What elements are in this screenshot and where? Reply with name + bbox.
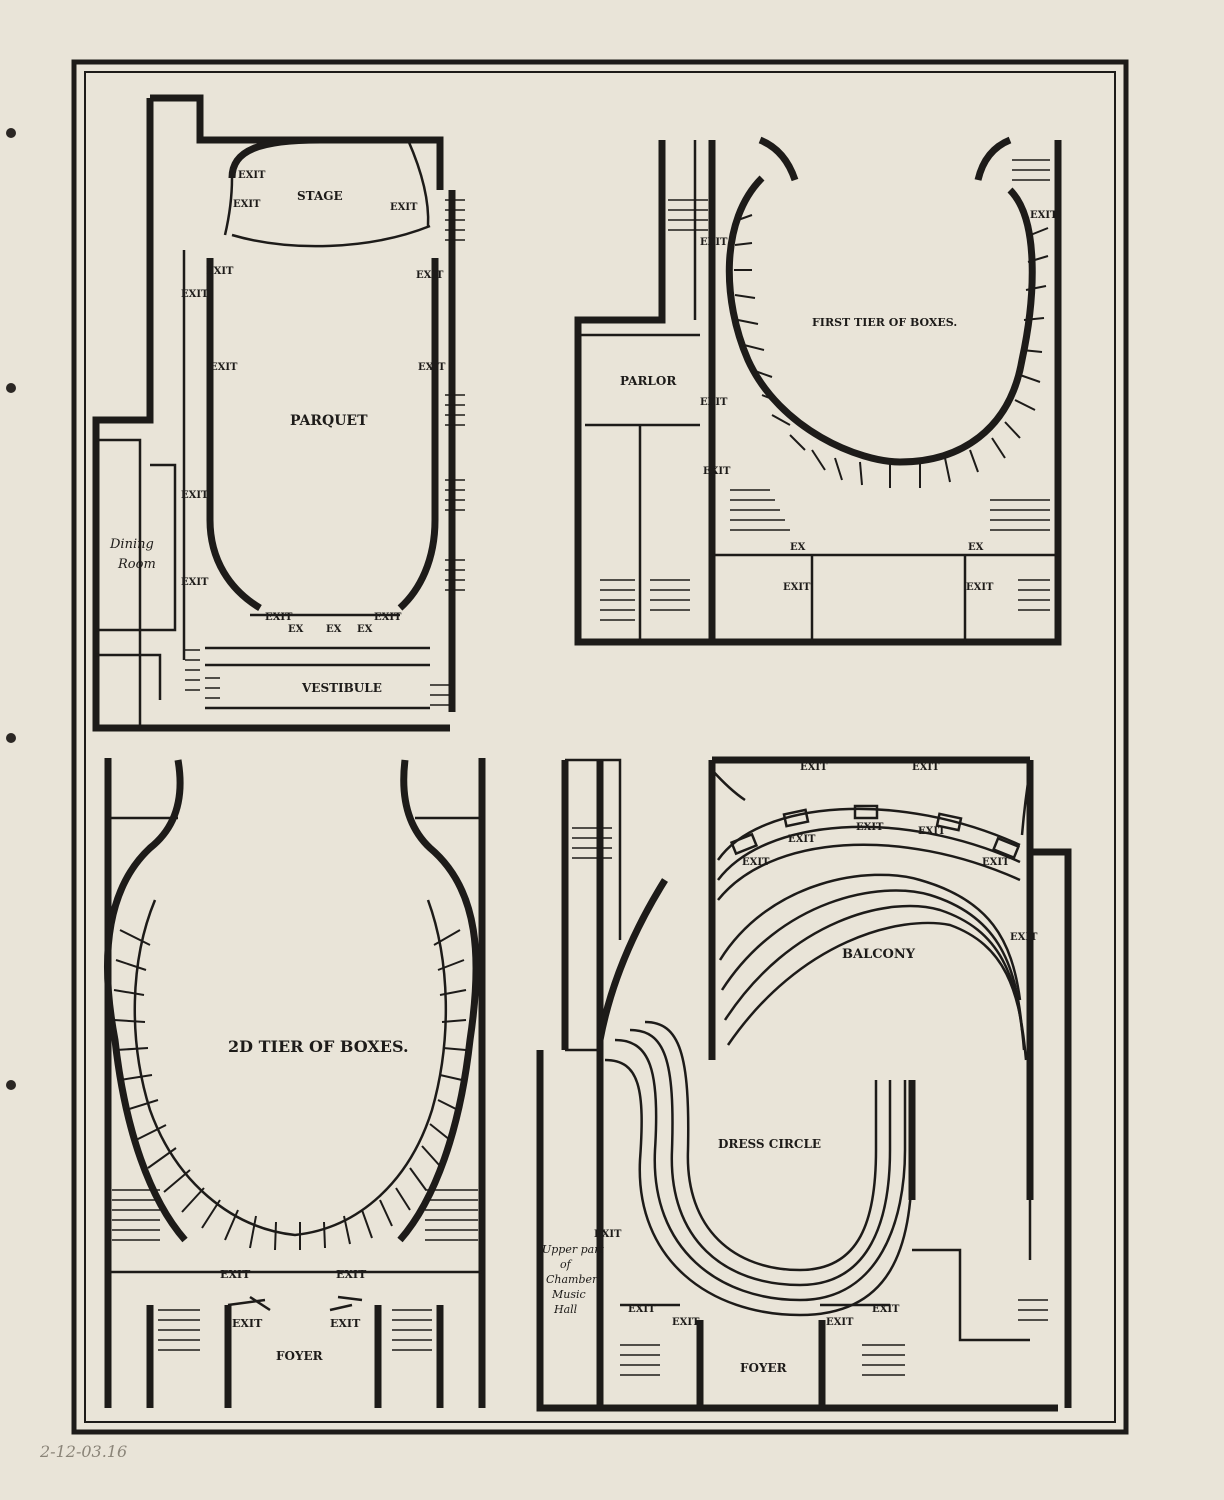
- svg-text:of: of: [560, 1258, 573, 1271]
- svg-text:Upper part: Upper part: [542, 1243, 604, 1256]
- chamber-music-note: Upper part of Chamber Music Hall: [542, 1243, 604, 1316]
- first-tier-plan: FIRST TIER OF BOXES. PARLOR EXIT EXIT EX…: [574, 136, 1062, 646]
- second-tier-label: 2D TIER OF BOXES.: [228, 1037, 409, 1056]
- dining-room-label: Room: [117, 557, 156, 572]
- svg-text:EXIT: EXIT: [336, 1268, 367, 1281]
- svg-text:EXIT: EXIT: [918, 826, 946, 837]
- dining-room-label: Dining: [109, 537, 154, 552]
- foyer-label: FOYER: [740, 1361, 788, 1375]
- svg-text:Hall: Hall: [553, 1303, 578, 1316]
- svg-text:EX: EX: [790, 542, 806, 553]
- parquet-plan: STAGE PARQUET VESTIBULE Dining Room EXIT…: [92, 94, 465, 732]
- dress-circle-rows: [604, 1020, 914, 1317]
- balcony-label: BALCONY: [842, 947, 916, 962]
- parquet-label: PARQUET: [290, 413, 368, 429]
- svg-text:EXIT: EXIT: [220, 1268, 251, 1281]
- first-tier-exits: EXIT EXIT EXIT EXIT EXIT EXIT EX EX: [700, 210, 1058, 593]
- svg-text:EXIT: EXIT: [206, 266, 234, 277]
- second-tier-exits: EXIT EXIT EXIT EXIT: [220, 1268, 367, 1330]
- svg-text:EX: EX: [326, 624, 342, 635]
- svg-text:EXIT: EXIT: [700, 237, 728, 248]
- box-partitions: [734, 214, 1049, 488]
- foyer-label: FOYER: [276, 1349, 324, 1363]
- box-partitions: [113, 929, 467, 1251]
- svg-text:EXIT: EXIT: [783, 582, 811, 593]
- parquet-exits: EXIT EXIT EXIT EXIT EXIT EXIT EXIT EXIT …: [181, 170, 446, 635]
- balcony-exits: EXIT EXIT EXIT EXIT EXIT EXIT EXIT EXIT …: [594, 762, 1038, 1328]
- svg-text:EXIT: EXIT: [966, 582, 994, 593]
- pencil-note: 2-12-03.16: [40, 1442, 128, 1461]
- svg-text:EXIT: EXIT: [856, 822, 884, 833]
- svg-text:EXIT: EXIT: [265, 612, 293, 623]
- stairs: [185, 199, 465, 706]
- svg-text:Music: Music: [551, 1288, 586, 1301]
- svg-text:EXIT: EXIT: [982, 857, 1010, 868]
- svg-text:EXIT: EXIT: [374, 612, 402, 623]
- svg-text:EXIT: EXIT: [672, 1317, 700, 1328]
- svg-text:EXIT: EXIT: [800, 762, 828, 773]
- svg-text:EX: EX: [968, 542, 984, 553]
- svg-text:EXIT: EXIT: [233, 199, 261, 210]
- binding-hole: [6, 128, 16, 138]
- balcony-plan: BALCONY DRESS CIRCLE FOYER Upper part of…: [536, 756, 1072, 1412]
- svg-text:Chamber: Chamber: [546, 1273, 598, 1286]
- svg-text:EXIT: EXIT: [1010, 932, 1038, 943]
- vestibule-label: VESTIBULE: [301, 681, 382, 695]
- svg-text:EXIT: EXIT: [232, 1317, 263, 1330]
- svg-text:EXIT: EXIT: [742, 857, 770, 868]
- stage-label: STAGE: [297, 189, 343, 203]
- second-tier-plan: 2D TIER OF BOXES. FOYER EXIT EXIT EXIT E…: [103, 758, 486, 1408]
- outer-frame: [71, 59, 1129, 1435]
- svg-text:EXIT: EXIT: [872, 1304, 900, 1315]
- svg-text:EXIT: EXIT: [390, 202, 418, 213]
- stairs: [600, 159, 1050, 621]
- svg-text:EX: EX: [288, 624, 304, 635]
- stairs: [572, 827, 1048, 1376]
- svg-text:EXIT: EXIT: [181, 577, 209, 588]
- svg-text:EXIT: EXIT: [210, 362, 238, 373]
- inner-frame: [84, 71, 1116, 1423]
- svg-text:EX: EX: [357, 624, 373, 635]
- svg-text:EXIT: EXIT: [628, 1304, 656, 1315]
- dress-circle-label: DRESS CIRCLE: [718, 1137, 821, 1151]
- balcony-rows: [716, 807, 1028, 1061]
- binding-hole: [6, 383, 16, 393]
- binding-hole: [6, 1080, 16, 1090]
- svg-text:EXIT: EXIT: [181, 289, 209, 300]
- svg-text:EXIT: EXIT: [912, 762, 940, 773]
- svg-text:EXIT: EXIT: [181, 490, 209, 501]
- exit-door-markers: [729, 804, 1021, 860]
- stairs: [112, 1189, 478, 1351]
- parlor-label: PARLOR: [620, 374, 677, 388]
- svg-text:EXIT: EXIT: [826, 1317, 854, 1328]
- svg-text:EXIT: EXIT: [416, 270, 444, 281]
- first-tier-label: FIRST TIER OF BOXES.: [812, 316, 957, 329]
- svg-text:EXIT: EXIT: [330, 1317, 361, 1330]
- svg-text:EXIT: EXIT: [703, 466, 731, 477]
- svg-text:EXIT: EXIT: [1030, 210, 1058, 221]
- svg-text:EXIT: EXIT: [700, 397, 728, 408]
- binding-hole: [6, 733, 16, 743]
- svg-text:EXIT: EXIT: [418, 362, 446, 373]
- svg-text:EXIT: EXIT: [788, 834, 816, 845]
- svg-text:EXIT: EXIT: [594, 1229, 622, 1240]
- svg-text:EXIT: EXIT: [238, 170, 266, 181]
